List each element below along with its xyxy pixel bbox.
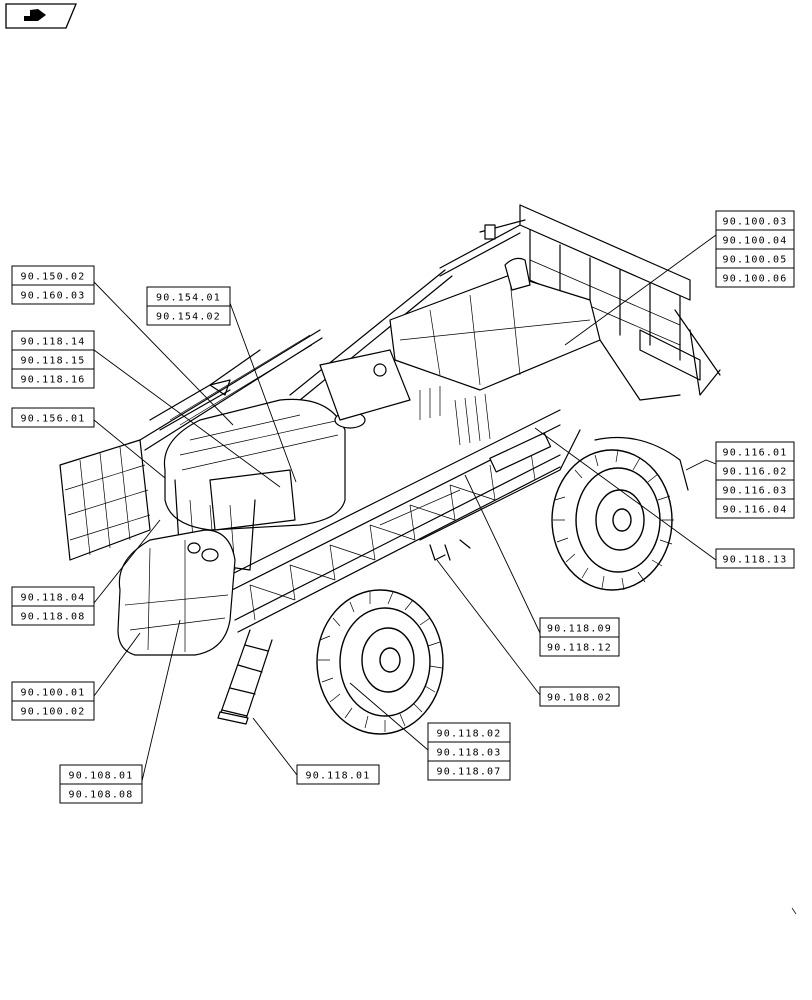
callout-group-g11[interactable]: 90.118.09 90.118.12: [539, 617, 620, 657]
callout-group-g3[interactable]: 90.118.14 90.118.15 90.118.16: [11, 330, 95, 389]
callout-box[interactable]: [539, 636, 620, 657]
callout-label[interactable]: 90.118.07: [437, 767, 502, 778]
engine-hood: [319, 257, 601, 446]
callout-label[interactable]: 90.118.13: [723, 555, 788, 566]
rear-wheel: [551, 436, 689, 591]
callout-label[interactable]: 90.108.08: [69, 790, 134, 801]
next-page-arrow-icon[interactable]: [5, 3, 77, 29]
front-boom-cage: [59, 329, 323, 561]
sprayer-machine-illustration: [59, 204, 721, 735]
leader-lines: [93, 234, 717, 782]
callout-label[interactable]: 90.150.02: [21, 272, 86, 283]
callout-box[interactable]: [11, 284, 95, 305]
callout-label[interactable]: 90.100.02: [21, 707, 86, 718]
callout-box[interactable]: [11, 700, 95, 721]
callout-box[interactable]: [296, 764, 380, 785]
callout-label[interactable]: 90.100.03: [723, 217, 788, 228]
callout-label[interactable]: 90.118.15: [21, 356, 86, 367]
front-cab: [117, 529, 236, 656]
callout-label[interactable]: 90.116.04: [723, 505, 788, 516]
callout-label[interactable]: 90.154.02: [156, 312, 221, 323]
callout-box[interactable]: [11, 368, 95, 389]
callout-group-g14[interactable]: 90.100.03 90.100.04 90.100.05 90.100.06: [715, 210, 795, 288]
callout-group-g5[interactable]: 90.118.04 90.118.08: [11, 586, 95, 626]
callout-box[interactable]: [11, 407, 95, 428]
callout-box[interactable]: [715, 548, 795, 569]
callout-label[interactable]: 90.100.04: [723, 236, 788, 247]
callout-label[interactable]: 90.160.03: [21, 291, 86, 302]
callout-box[interactable]: [539, 686, 620, 707]
chassis-frame: [229, 409, 581, 633]
callout-label[interactable]: 90.118.08: [21, 612, 86, 623]
callout-label[interactable]: 90.100.05: [723, 255, 788, 266]
callout-group-g8[interactable]: 90.118.01: [296, 764, 380, 785]
callout-box[interactable]: [427, 760, 511, 781]
callout-label[interactable]: 90.118.09: [547, 624, 612, 635]
callout-label[interactable]: 90.100.06: [723, 274, 788, 285]
callout-label[interactable]: 90.156.01: [21, 414, 86, 425]
callout-label[interactable]: 90.118.12: [547, 643, 612, 654]
callout-box[interactable]: [59, 783, 143, 804]
callout-label[interactable]: 90.118.16: [21, 375, 86, 386]
callout-group-g1[interactable]: 90.150.02 90.160.03: [11, 265, 95, 305]
callout-group-g6[interactable]: 90.100.01 90.100.02: [11, 681, 95, 721]
callout-box[interactable]: [11, 605, 95, 626]
access-ladder: [217, 629, 273, 725]
callout-box[interactable]: [715, 498, 795, 519]
main-tank: [163, 398, 366, 571]
callout-label[interactable]: 90.116.03: [723, 486, 788, 497]
callout-group-g10[interactable]: 90.108.02: [539, 686, 620, 707]
callout-label[interactable]: 90.116.02: [723, 467, 788, 478]
callout-label[interactable]: 90.108.02: [547, 693, 612, 704]
callout-group-g12[interactable]: 90.118.13: [715, 548, 795, 569]
rear-boom-frame: [479, 204, 721, 401]
callout-group-g13[interactable]: 90.116.01 90.116.02 90.116.03 90.116.04: [715, 441, 795, 519]
callout-box[interactable]: [715, 267, 795, 288]
callout-label[interactable]: 90.118.02: [437, 729, 502, 740]
callout-label[interactable]: 90.116.01: [723, 448, 788, 459]
callout-label[interactable]: 90.118.14: [21, 337, 86, 348]
callout-group-g4[interactable]: 90.156.01: [11, 407, 95, 428]
corner-mark: [791, 907, 797, 915]
callout-label[interactable]: 90.154.01: [156, 293, 221, 304]
callout-group-g9[interactable]: 90.118.02 90.118.03 90.118.07: [427, 722, 511, 781]
callout-label[interactable]: 90.118.03: [437, 748, 502, 759]
callout-label[interactable]: 90.108.01: [69, 771, 134, 782]
callout-box[interactable]: [146, 305, 231, 326]
callout-label[interactable]: 90.118.04: [21, 593, 86, 604]
front-wheel: [316, 589, 444, 735]
callout-label[interactable]: 90.100.01: [21, 688, 86, 699]
callout-group-g2[interactable]: 90.154.01 90.154.02: [146, 286, 231, 326]
callout-label[interactable]: 90.118.01: [306, 771, 371, 782]
callout-group-g7[interactable]: 90.108.01 90.108.08: [59, 764, 143, 804]
